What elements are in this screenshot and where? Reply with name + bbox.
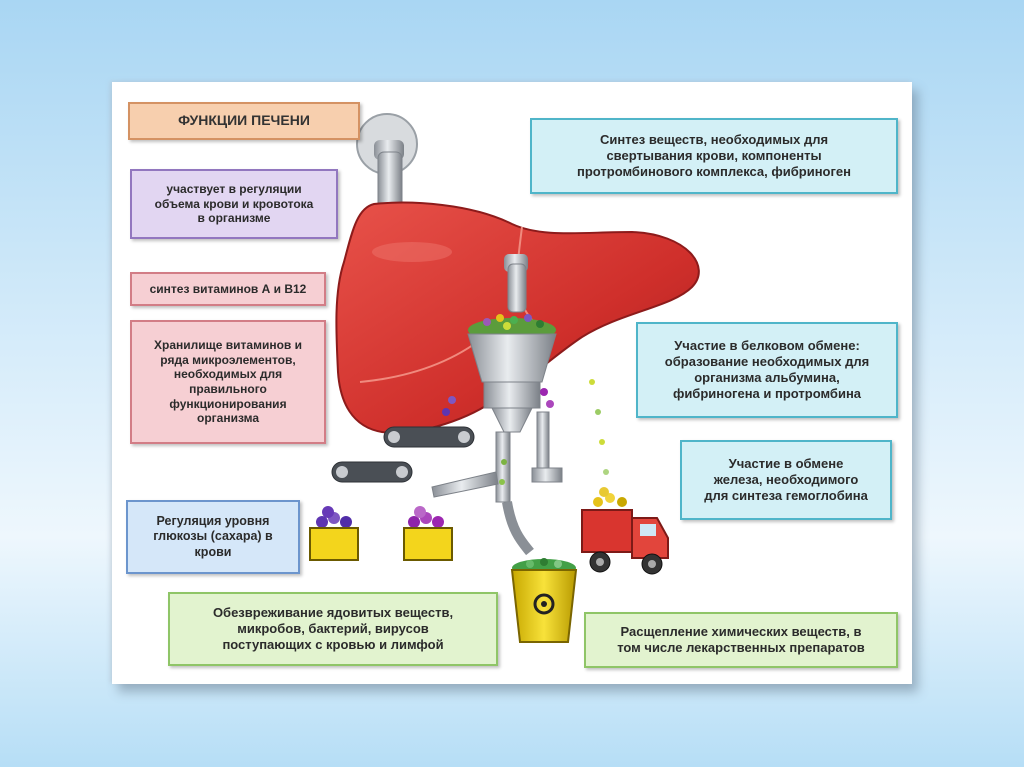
page-title: ФУНКЦИИ ПЕЧЕНИ (128, 102, 360, 140)
function-vitamin-storage-text: Хранилище витаминов и ряда микроэлементо… (154, 338, 302, 426)
function-vitamin-synthesis: синтез витаминов А и В12 (130, 272, 326, 306)
function-breakdown: Расщепление химических веществ, в том чи… (584, 612, 898, 668)
truck-icon (581, 487, 669, 575)
function-coagulation-text: Синтез веществ, необходимых для свертыва… (577, 132, 851, 179)
function-blood-volume: участвует в регуляции объема крови и кро… (130, 169, 338, 239)
slide: ФУНКЦИИ ПЕЧЕНИ участвует в регуляции объ… (112, 82, 912, 684)
faucet-icon (356, 113, 418, 213)
crate-icon (309, 506, 453, 561)
function-protein-text: Участие в белковом обмене: образование н… (664, 338, 870, 401)
function-detox-text: Обезвреживание ядовитых веществ, микробо… (212, 605, 454, 652)
funnel-icon (431, 314, 609, 556)
bucket-biohazard-icon (510, 558, 578, 643)
function-coagulation: Синтез веществ, необходимых для свертыва… (530, 118, 898, 194)
liver-icon (335, 201, 700, 434)
conveyor-icon (331, 426, 475, 483)
function-vitamin-storage: Хранилище витаминов и ряда микроэлементо… (130, 320, 326, 444)
liver-illustration (309, 113, 700, 643)
faucet-icon (504, 254, 528, 313)
function-glucose: Регуляция уровня глюкозы (сахара) в кров… (126, 500, 300, 574)
function-iron: Участие в обмене железа, необходимого дл… (680, 440, 892, 520)
function-blood-volume-text: участвует в регуляции объема крови и кро… (154, 182, 314, 226)
function-vitamin-synthesis-text: синтез витаминов А и В12 (149, 281, 307, 296)
function-detox: Обезвреживание ядовитых веществ, микробо… (168, 592, 498, 666)
function-glucose-text: Регуляция уровня глюкозы (сахара) в кров… (153, 514, 273, 559)
function-protein: Участие в белковом обмене: образование н… (636, 322, 898, 418)
function-breakdown-text: Расщепление химических веществ, в том чи… (617, 624, 865, 655)
page-title-text: ФУНКЦИИ ПЕЧЕНИ (178, 112, 310, 129)
function-iron-text: Участие в обмене железа, необходимого дл… (704, 456, 868, 503)
